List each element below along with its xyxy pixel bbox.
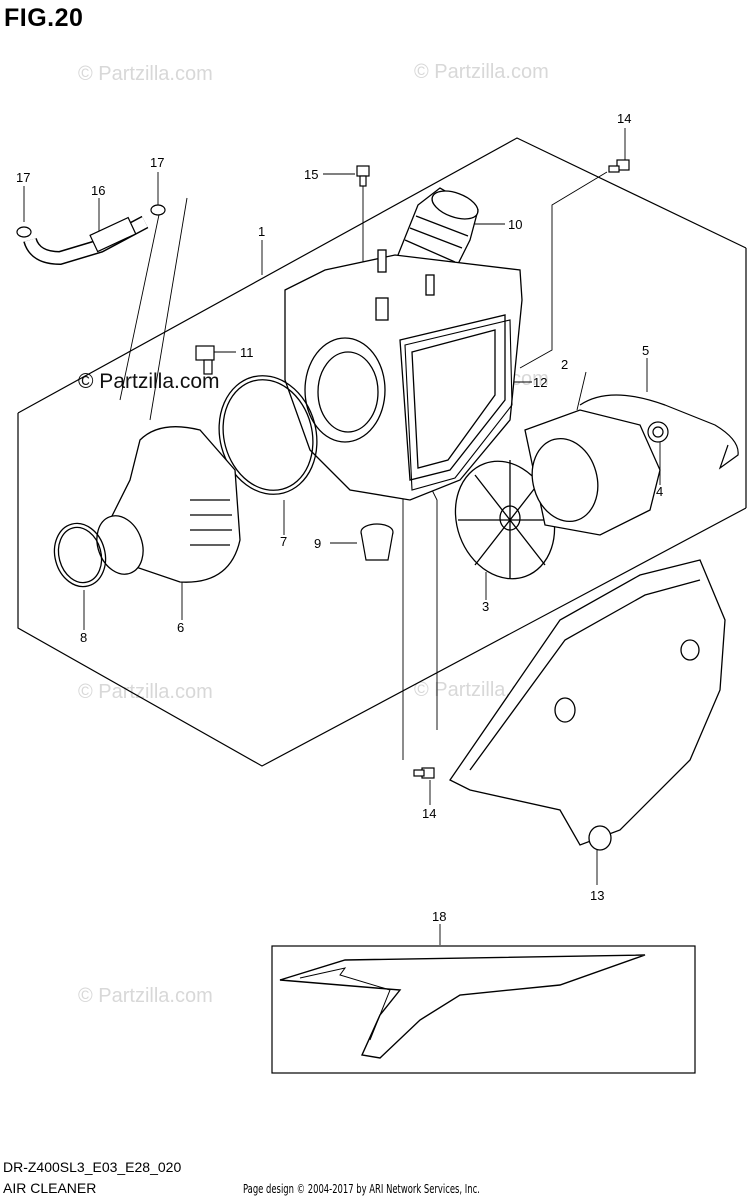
part-14-screw-bottom (413, 767, 435, 779)
part-17-clamps (16, 204, 166, 238)
section-name: AIR CLEANER (3, 1180, 97, 1196)
part-14-screw-top (608, 159, 630, 173)
callout-12: 12 (533, 375, 547, 390)
callout-16: 16 (91, 183, 105, 198)
part-2-filter-element (524, 409, 661, 536)
callout-labels: 1 2 3 4 5 6 7 8 9 10 11 12 13 14 14 15 1… (16, 111, 663, 924)
part-9-drain (360, 523, 394, 561)
part-6-intake-pipe (96, 426, 241, 583)
callout-5: 5 (642, 343, 649, 358)
part-13-side-cover (449, 559, 726, 851)
part-1-air-cleaner-case (284, 249, 523, 501)
copyright-notice: Page design © 2004-2017 by ARI Network S… (243, 1182, 480, 1196)
callout-15: 15 (304, 167, 318, 182)
callout-17-right: 17 (150, 155, 164, 170)
callout-14-top: 14 (617, 111, 631, 126)
part-11-fitting (195, 345, 215, 375)
part-15-bolt (356, 165, 370, 187)
part-12-seal (404, 319, 513, 491)
figure-title: FIG.20 (4, 4, 84, 32)
callout-4: 4 (656, 484, 663, 499)
part-8-clamp (53, 522, 107, 588)
watermark: © Partzilla.com (78, 681, 213, 703)
callout-18: 18 (432, 909, 446, 924)
callout-13: 13 (590, 888, 604, 903)
callout-8: 8 (80, 630, 87, 645)
part-5-spring-clip (579, 394, 739, 470)
assembly-boundary (17, 137, 747, 767)
part-18-emblem (271, 945, 696, 1074)
callout-7: 7 (280, 534, 287, 549)
callout-11: 11 (240, 345, 254, 360)
part-16-breather-hose (23, 215, 149, 266)
callout-9: 9 (314, 536, 321, 551)
part-3-filter-cage (454, 460, 556, 580)
callout-3: 3 (482, 599, 489, 614)
callout-1: 1 (258, 224, 265, 239)
callout-14-bottom: 14 (422, 806, 436, 821)
callout-17-left: 17 (16, 170, 30, 185)
callout-10: 10 (508, 217, 522, 232)
part-7-gasket-ring (218, 375, 318, 495)
part-4-grommet (647, 421, 669, 443)
leader-lines (23, 128, 661, 945)
watermark: © Partzilla.com (78, 985, 213, 1007)
watermark: © Partzilla.com (78, 63, 213, 85)
model-code: DR-Z400SL3_E03_E28_020 (3, 1159, 182, 1175)
watermark: © Partzilla.com (78, 370, 220, 393)
callout-6: 6 (177, 620, 184, 635)
watermark: © Partzilla.com (414, 61, 549, 83)
callout-2: 2 (561, 357, 568, 372)
